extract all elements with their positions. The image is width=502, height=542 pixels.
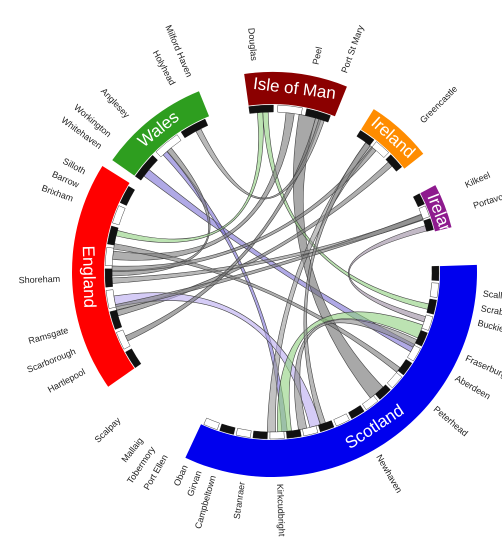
port-band bbox=[134, 154, 158, 181]
port-band bbox=[423, 218, 434, 232]
port-band bbox=[125, 348, 142, 369]
port-band bbox=[203, 417, 220, 431]
port-label: Buckie bbox=[477, 318, 502, 334]
port-band bbox=[252, 430, 268, 440]
port-label: Newhaven bbox=[374, 453, 404, 495]
port-band bbox=[385, 154, 403, 172]
port-band bbox=[386, 372, 403, 389]
port-band bbox=[375, 384, 391, 400]
port-label: Kirkcudbright bbox=[275, 484, 287, 537]
port-band bbox=[116, 329, 131, 350]
segment-england bbox=[71, 166, 135, 387]
port-band bbox=[269, 431, 285, 440]
port-band bbox=[112, 205, 126, 226]
port-band bbox=[431, 265, 440, 281]
port-label: Ramsgate bbox=[27, 325, 69, 346]
segment-wales bbox=[112, 91, 210, 176]
port-label: Oban bbox=[172, 463, 190, 487]
port-label: Shoreham bbox=[18, 274, 60, 285]
port-label: Holyhead bbox=[151, 49, 178, 87]
segment-n-ireland bbox=[420, 185, 452, 232]
port-label: Stranraer bbox=[232, 481, 247, 520]
port-band bbox=[356, 130, 375, 146]
port-label: Kilkeel bbox=[463, 170, 491, 190]
port-band bbox=[109, 309, 123, 330]
port-band bbox=[104, 246, 115, 267]
port-band bbox=[119, 186, 135, 206]
port-band bbox=[426, 298, 437, 315]
segment-scotland bbox=[185, 264, 477, 477]
port-label: Hartlepool bbox=[46, 367, 87, 395]
region-label: England bbox=[79, 245, 100, 308]
port-label: Girvan bbox=[185, 469, 203, 497]
port-band bbox=[333, 413, 350, 427]
port-band bbox=[415, 330, 428, 347]
port-label: Fraserburgh bbox=[464, 353, 502, 382]
port-label: Portavogie bbox=[472, 188, 502, 211]
segment-ireland bbox=[361, 109, 424, 169]
segment-isle-of-man bbox=[244, 72, 347, 117]
port-band bbox=[348, 405, 365, 419]
port-label: Scrabster bbox=[480, 303, 502, 320]
port-label: Douglas bbox=[246, 27, 259, 61]
port-band bbox=[104, 268, 113, 288]
port-band bbox=[318, 420, 335, 433]
port-label: Peel bbox=[311, 46, 325, 66]
port-band bbox=[362, 395, 379, 411]
port-label: Anglesey bbox=[99, 86, 132, 120]
port-label: Aberdeen bbox=[453, 373, 492, 401]
port-band bbox=[155, 134, 182, 158]
port-label: Greencastle bbox=[418, 84, 459, 125]
port-band bbox=[248, 104, 274, 114]
flow-ribbons bbox=[111, 111, 430, 433]
port-band bbox=[286, 429, 302, 439]
port-label: Scalloway bbox=[482, 289, 502, 303]
port-band bbox=[421, 314, 434, 331]
port-label: Peterhead bbox=[432, 404, 470, 438]
port-band bbox=[235, 428, 252, 438]
port-label: Port St Mary bbox=[339, 23, 366, 74]
port-label: Scalpay bbox=[93, 415, 123, 445]
port-band bbox=[277, 104, 303, 115]
port-band bbox=[107, 225, 119, 246]
port-band bbox=[407, 344, 421, 362]
port-band bbox=[219, 423, 236, 435]
port-band bbox=[105, 289, 117, 309]
port-band bbox=[418, 205, 430, 220]
port-band bbox=[413, 193, 425, 208]
port-band bbox=[397, 359, 413, 376]
port-band bbox=[305, 108, 331, 123]
port-band bbox=[302, 425, 319, 437]
port-band bbox=[180, 118, 209, 139]
port-band bbox=[429, 282, 439, 298]
port-band bbox=[371, 141, 389, 158]
port-label: Scarborough bbox=[26, 346, 78, 375]
